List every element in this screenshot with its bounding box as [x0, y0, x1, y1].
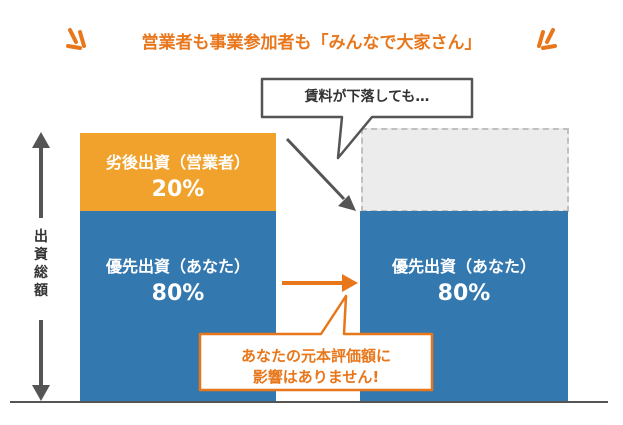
priority-label-left: 優先出資（あなた）	[105, 257, 250, 276]
decline-arrow	[285, 137, 346, 201]
bottom-callout-line1: あなたの元本評価額に	[240, 347, 391, 365]
top-callout-text: 賃料が下落しても…	[304, 89, 430, 105]
total-investment-arrow	[32, 132, 50, 401]
subordinate-label: 劣後出資（営業者）	[105, 153, 250, 172]
priority-percent-left: 80%	[151, 281, 205, 306]
burst-right-icon	[537, 28, 557, 50]
bottom-callout-line2: 影響はありません!	[252, 368, 380, 386]
page-title: 営業者も事業参加者も「みんなで大家さん」	[141, 33, 482, 53]
axis-label: 出資総額	[34, 229, 48, 299]
bottom-callout-text: あなたの元本評価額に 影響はありません!	[200, 346, 432, 388]
lost-subordinate-placeholder	[361, 128, 569, 212]
baseline	[10, 401, 608, 403]
subordinate-percent: 20%	[151, 177, 205, 202]
priority-percent-right: 80%	[437, 281, 491, 306]
priority-label-right: 優先出資（あなた）	[391, 257, 536, 276]
subordinate-investment-block: 劣後出資（営業者） 20%	[80, 133, 276, 211]
burst-left-icon	[66, 28, 86, 50]
